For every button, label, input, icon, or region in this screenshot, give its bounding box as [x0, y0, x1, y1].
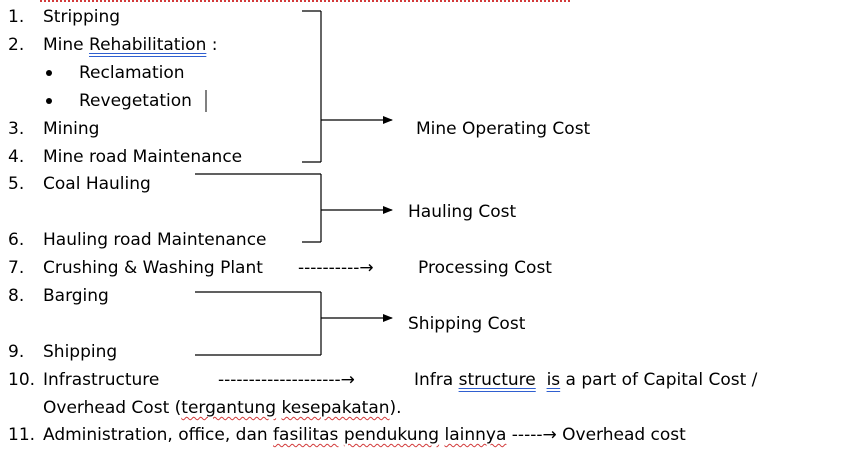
top-edge-marks [40, 0, 570, 4]
item-number: 9. [8, 342, 25, 362]
label-processing-cost: Processing Cost [418, 258, 552, 278]
subitem-reclamation: Reclamation [79, 63, 185, 83]
item-number: 11. [8, 425, 36, 445]
item-number: 10. [8, 370, 36, 390]
item-mining: Mining [43, 119, 100, 139]
item-stripping: Stripping [43, 7, 121, 27]
label-shipping-cost: Shipping Cost [408, 314, 526, 334]
item-shipping: Shipping [43, 342, 118, 362]
mine-operating-bracket [302, 10, 393, 163]
item-hauling-road-maintenance: Hauling road Maintenance [43, 230, 267, 250]
dashed-arrow: ----------→ [298, 258, 374, 278]
item-administration: Administration, office, dan fasilitas pe… [43, 425, 686, 445]
item-coal-hauling: Coal Hauling [43, 174, 151, 194]
item-number: 4. [8, 147, 25, 167]
item-number: 6. [8, 230, 25, 250]
shipping-bracket [195, 291, 393, 356]
label-mine-operating-cost: Mine Operating Cost [416, 119, 591, 139]
hauling-bracket [195, 173, 393, 243]
item-number: 7. [8, 258, 25, 278]
label-hauling-cost: Hauling Cost [408, 202, 517, 222]
item-crushing-washing-plant: Crushing & Washing Plant [43, 258, 263, 278]
label-overhead-cost: Overhead cost [556, 425, 686, 445]
item-number: 5. [8, 174, 25, 194]
infra-structure-note: Infra structure is a part of Capital Cos… [414, 370, 758, 390]
item-number: 1. [8, 7, 25, 27]
item-number: 3. [8, 119, 25, 139]
item-number: 2. [8, 35, 25, 55]
overhead-cost-note: Overhead Cost (tergantung kesepakatan). [43, 398, 402, 418]
bullet-icon [46, 70, 52, 76]
dashed-arrow: --------------------→ [218, 370, 355, 390]
item-number: 8. [8, 286, 25, 306]
item-barging: Barging [43, 286, 109, 306]
dashed-arrow: -----→ [506, 425, 557, 445]
bullet-icon [46, 98, 52, 104]
item-mine-rehabilitation: Mine Rehabilitation : [43, 35, 218, 55]
item-mine-road-maintenance: Mine road Maintenance [43, 147, 243, 167]
item-infrastructure: Infrastructure [43, 370, 160, 390]
subitem-revegetation: Revegetation [79, 91, 192, 111]
